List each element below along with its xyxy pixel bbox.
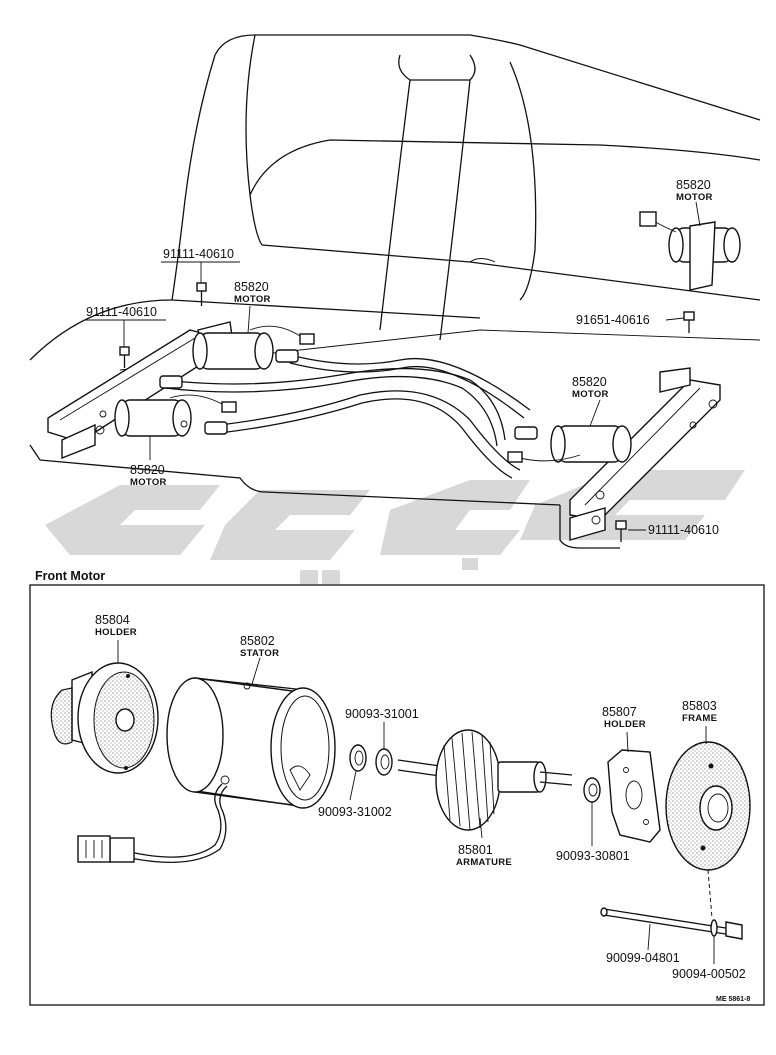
washer-31001-drawing: [375, 722, 393, 776]
svg-text:ARMATURE: ARMATURE: [456, 857, 512, 868]
armature-85801-drawing: [397, 729, 573, 839]
front-motor-panel: [29, 584, 765, 1006]
screw-top-drawing: [196, 282, 207, 306]
svg-text:85804: 85804: [95, 613, 130, 627]
screw-left-drawing: [119, 346, 130, 368]
diagram-code: ME 5861-8: [716, 996, 750, 1003]
drive-cables: [159, 349, 538, 479]
washer-00502-drawing: [710, 919, 718, 964]
washer-30801-drawing: [583, 777, 601, 846]
callout-screw-bottom-right: 91111-40610: [648, 523, 719, 537]
callout-stator-85802: 85802 STATOR: [240, 634, 279, 659]
motor-center-right-drawing: [507, 425, 632, 463]
callout-motor-bottom-left: 85820 MOTOR: [130, 463, 167, 488]
holder-85807-drawing: [607, 731, 661, 843]
callout-washer-31001: 90093-31001: [345, 707, 419, 721]
callout-bolt-04801: 90099-04801: [606, 951, 680, 965]
bolt-04801-drawing: [600, 907, 743, 951]
right-seat-rail: [569, 367, 721, 541]
motor-bottom-left-drawing: [114, 394, 237, 437]
svg-text:FRAME: FRAME: [682, 713, 717, 724]
svg-text:STATOR: STATOR: [240, 648, 279, 659]
svg-text:85803: 85803: [682, 699, 717, 713]
stator-85802-drawing: [77, 657, 336, 863]
callout-washer-00502: 90094-00502: [672, 967, 746, 981]
callout-motor-center-right: 85820 MOTOR: [572, 375, 609, 400]
svg-text:MOTOR: MOTOR: [130, 477, 167, 488]
section-title-front-motor: Front Motor: [35, 569, 105, 583]
svg-text:MOTOR: MOTOR: [234, 294, 271, 305]
callout-holder-85807: 85807 HOLDER: [602, 705, 646, 730]
screw-bottom-right-drawing: [615, 520, 627, 542]
callout-screw-91651: 91651-40616: [576, 313, 650, 327]
frame-85803-drawing: [665, 726, 751, 919]
callout-screw-left: 91111-40610: [86, 305, 157, 319]
motor-rear-right-drawing: [639, 211, 741, 291]
callout-motor-rear-right: 85820 MOTOR: [676, 178, 713, 203]
callout-screw-top: 91111-40610: [163, 247, 234, 261]
holder-85804-drawing: [50, 640, 159, 774]
washer-31002-drawing: [349, 744, 367, 801]
callout-holder-85804: 85804 HOLDER: [95, 613, 137, 638]
screw-91651-drawing: [683, 311, 695, 333]
svg-text:MOTOR: MOTOR: [676, 192, 713, 203]
upper-leader-lines: [84, 201, 701, 531]
svg-text:85801: 85801: [458, 843, 493, 857]
callout-washer-31002: 90093-31002: [318, 805, 392, 819]
svg-text:85820: 85820: [572, 375, 607, 389]
svg-text:HOLDER: HOLDER: [604, 719, 646, 730]
seat-body-outline: [29, 34, 761, 549]
svg-text:85820: 85820: [676, 178, 711, 192]
callout-washer-30801: 90093-30801: [556, 849, 630, 863]
svg-text:85802: 85802: [240, 634, 275, 648]
svg-text:HOLDER: HOLDER: [95, 627, 137, 638]
svg-text:85807: 85807: [602, 705, 637, 719]
svg-text:MOTOR: MOTOR: [572, 389, 609, 400]
callout-armature-85801: 85801 ARMATURE: [456, 843, 512, 868]
motor-front-left-drawing: [192, 325, 315, 370]
svg-text:85820: 85820: [130, 463, 165, 477]
callout-motor-front-left: 85820 MOTOR: [234, 280, 271, 305]
svg-text:85820: 85820: [234, 280, 269, 294]
callout-frame-85803: 85803 FRAME: [682, 699, 717, 724]
